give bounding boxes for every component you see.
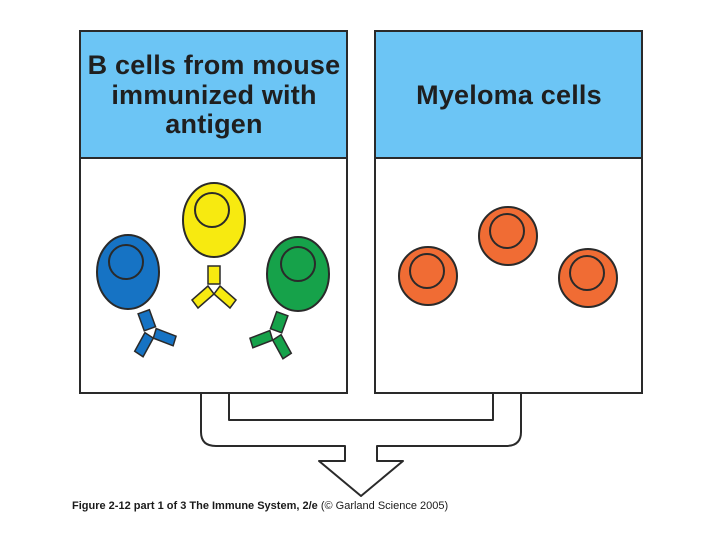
myeloma-cell-icon — [398, 246, 458, 306]
left-panel-title: B cells from mouse immunized with antige… — [87, 49, 341, 140]
antibody-icon — [249, 310, 293, 360]
b-cell-yellow-icon — [182, 182, 246, 258]
left-panel — [79, 30, 348, 394]
left-panel-header — [81, 32, 346, 158]
myeloma-cell-icon — [558, 248, 618, 308]
merge-arrow-icon — [200, 392, 522, 497]
antibody-icon — [190, 265, 238, 310]
figure-caption: Figure 2-12 part 1 of 3 The Immune Syste… — [72, 500, 448, 512]
figure-label: Figure 2-12 part 1 of 3 — [72, 500, 187, 512]
right-panel-title: Myeloma cells — [416, 79, 602, 110]
b-cell-blue-icon — [96, 234, 160, 310]
myeloma-cell-icon — [478, 206, 538, 266]
antibody-icon — [133, 308, 177, 358]
copyright-credit: (© Garland Science 2005) — [320, 500, 449, 512]
right-panel-header — [376, 32, 641, 158]
book-title: The Immune System, 2/e — [189, 500, 318, 512]
b-cell-green-icon — [266, 236, 330, 312]
